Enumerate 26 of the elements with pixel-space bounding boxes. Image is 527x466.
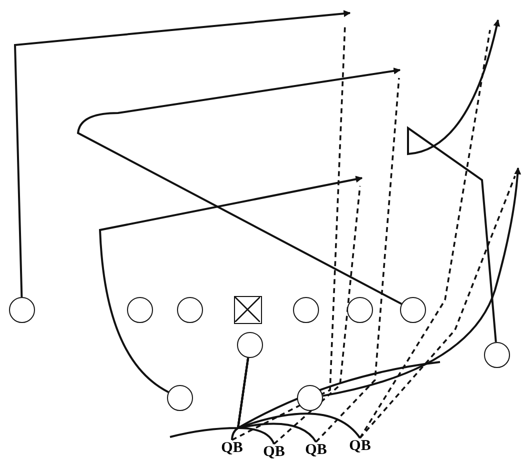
receiver-circle: [9, 297, 35, 323]
position-label: QB: [218, 440, 246, 456]
lineman-circle: [127, 297, 153, 323]
center-box: [234, 296, 262, 324]
lineman-circle: [293, 297, 319, 323]
pass-line: [359, 176, 516, 439]
dropback-line: [237, 358, 361, 439]
pass-line: [232, 24, 346, 441]
lineman-circle: [347, 297, 373, 323]
lineman-circle: [177, 297, 203, 323]
route-arrow: [14, 10, 351, 298]
tight-end-circle: [400, 297, 426, 323]
pass-line: [273, 186, 361, 445]
running-back-circle: [297, 385, 323, 411]
position-label: QB: [302, 442, 330, 458]
running-back-circle: [167, 385, 193, 411]
receiver-circle: [484, 342, 510, 368]
quarterback-circle: [237, 332, 263, 358]
pass-line: [315, 78, 400, 443]
position-label: QB: [346, 438, 374, 454]
position-label: QB: [260, 444, 288, 460]
route-arrow: [322, 167, 522, 397]
pass-line: [359, 30, 491, 438]
route-arrow: [99, 176, 363, 393]
route-arrow: [407, 19, 500, 342]
route-arrow: [77, 68, 402, 305]
